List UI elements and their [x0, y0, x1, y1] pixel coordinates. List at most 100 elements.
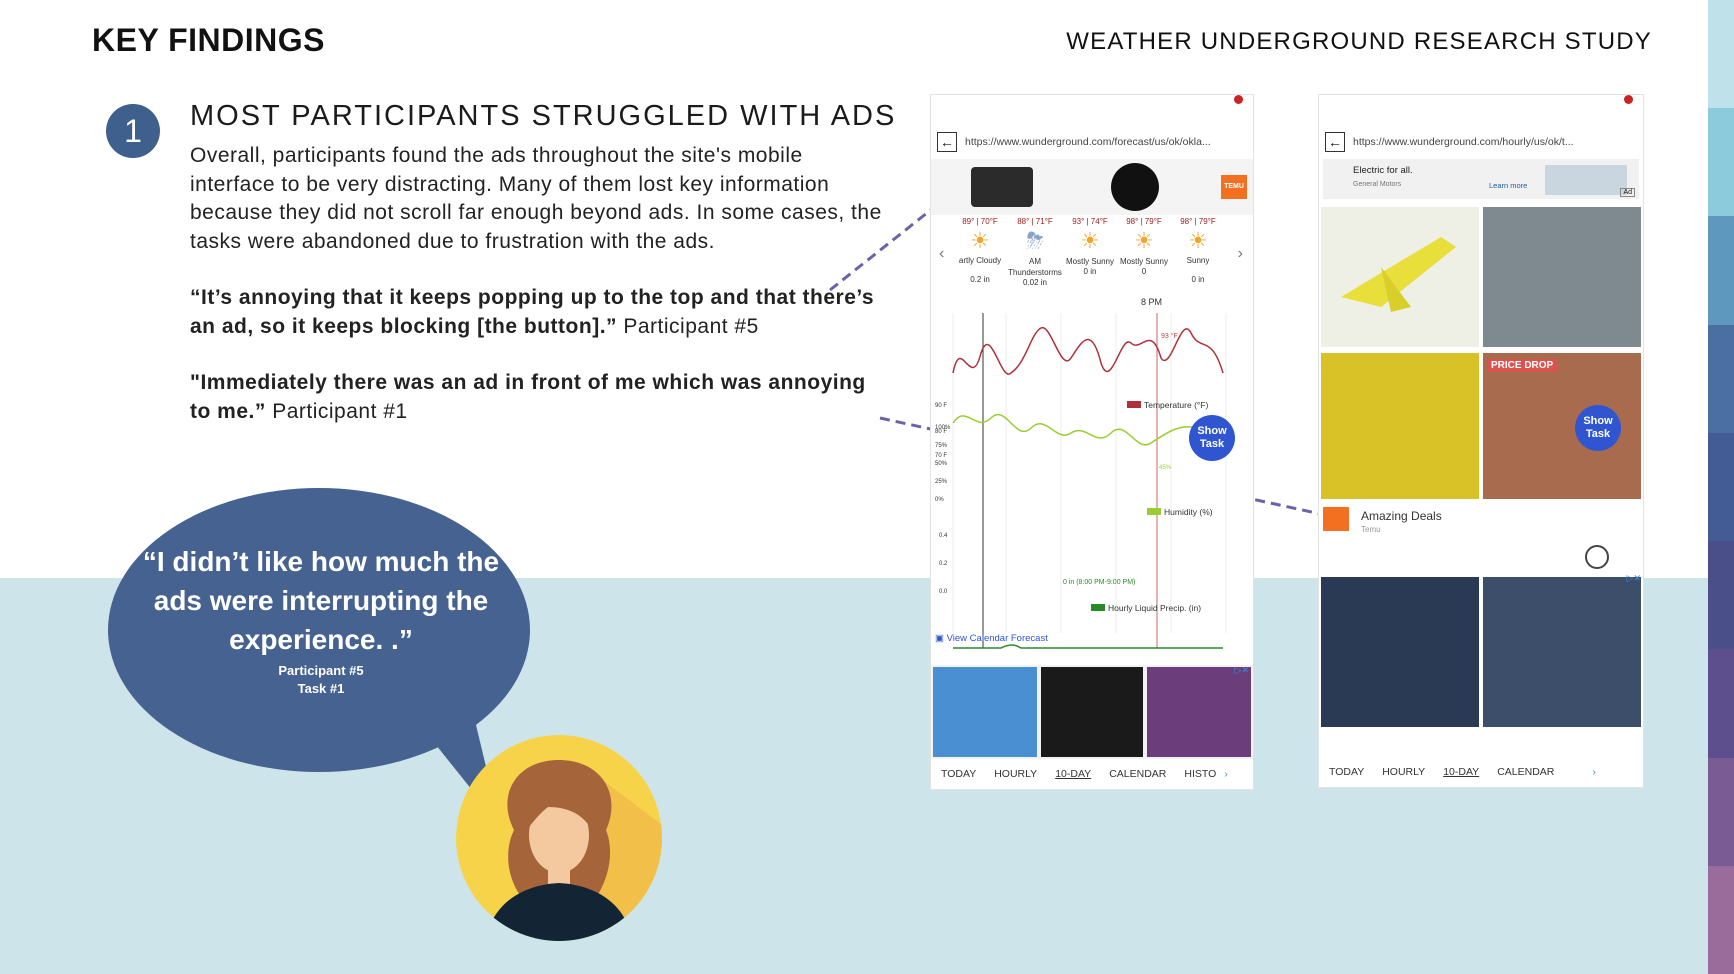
chevron-right-icon[interactable]: › [1224, 768, 1228, 780]
adchoices-icon[interactable]: ▷✕ [1234, 665, 1249, 675]
tab-calendar[interactable]: CALENDAR [1497, 766, 1555, 778]
ice-bath-ad-image [933, 667, 1037, 757]
curtain-ad-image[interactable] [1483, 577, 1641, 727]
temu-logo-icon [1323, 507, 1349, 531]
ad-badge: Ad [1620, 188, 1635, 197]
bottom-ad-banner[interactable]: ▷✕ [931, 665, 1253, 759]
gm-ad-cta[interactable]: Learn more [1489, 181, 1528, 190]
stripe-segment [1708, 216, 1734, 325]
bubble-quote: “I didn’t like how much the ads were int… [142, 546, 500, 655]
humidity-axis-tick: 100% [935, 425, 951, 431]
stripe-segment [1708, 865, 1734, 974]
forecast-temp: 98° | 79°F [1180, 217, 1216, 226]
legend-label: Humidity (%) [1164, 507, 1213, 517]
humidity-axis-tick: 25% [935, 479, 948, 485]
forecast-condition: artly Cloudy [958, 256, 1002, 265]
ad-banner[interactable]: TEMU [931, 159, 1253, 215]
browser-url-bar[interactable]: ← https://www.wunderground.com/forecast/… [931, 129, 1253, 155]
forecast-condition: Mostly Sunny [1119, 257, 1169, 266]
chevron-left-icon[interactable]: ‹ [939, 245, 945, 262]
phone-screenshot-hourly: ← https://www.wunderground.com/hourly/us… [1318, 94, 1644, 788]
record-indicator [1234, 95, 1243, 104]
browser-url-bar[interactable]: ← https://www.wunderground.com/hourly/us… [1319, 129, 1643, 155]
humidity-axis-tick: 75% [935, 443, 948, 449]
toy-jet-ad-image[interactable] [1321, 207, 1479, 347]
tab-history[interactable]: HISTO [1184, 768, 1217, 780]
bottom-tab-bar: TODAY HOURLY 10-DAY CALENDAR › [1319, 757, 1643, 787]
forecast-condition: AM Thunderstorms [1008, 257, 1062, 277]
temp-axis-90: 90 F [935, 403, 948, 409]
forecast-day[interactable]: 98° | 79°F ☀ Sunny 0 in [1171, 217, 1225, 284]
stripe-segment [1708, 324, 1734, 433]
forecast-day[interactable]: 93° | 74°F ☀ Mostly Sunny 0 in [1063, 217, 1117, 276]
humidity-axis-tick: 50% [935, 461, 948, 467]
view-calendar-link[interactable]: ▣ View Calendar Forecast [935, 633, 1048, 644]
humidity-axis: 100% 75% 50% 25% 0% [935, 419, 950, 509]
sun-icon: ☀ [1080, 228, 1100, 253]
quote-1-text: “It’s annoying that it keeps popping up … [190, 286, 875, 338]
stripe-segment [1708, 108, 1734, 217]
participant-avatar [456, 735, 662, 941]
show-task-button[interactable]: Show Task [1575, 405, 1621, 451]
precip-axis-02: 0.2 [939, 561, 948, 567]
forecast-temp: 89° | 70°F [962, 217, 998, 226]
jet-icon [1341, 237, 1456, 312]
finding-text: Overall, participants found the ads thro… [190, 142, 890, 426]
price-drop-badge: PRICE DROP [1487, 359, 1558, 372]
tab-today[interactable]: TODAY [1329, 766, 1365, 778]
seat-cushion-ad-image[interactable] [1321, 577, 1479, 727]
car-seat-ad-image[interactable] [1483, 207, 1641, 347]
url-text: https://www.wunderground.com/hourly/us/o… [1353, 136, 1574, 148]
gm-ad-banner[interactable]: Electric for all. General Motors Learn m… [1323, 159, 1639, 199]
quote-2: "Immediately there was an ad in front of… [190, 369, 890, 426]
forecast-condition: Sunny [1186, 256, 1210, 265]
forecast-temp: 93° | 74°F [1072, 217, 1108, 226]
calendar-link-label: View Calendar Forecast [946, 633, 1048, 644]
forecast-precip: 0.02 in [1022, 278, 1048, 287]
temu-logo: TEMU [1221, 175, 1247, 199]
gm-ad-sub: General Motors [1353, 181, 1402, 188]
back-arrow-icon[interactable]: ← [937, 132, 957, 152]
back-arrow-icon[interactable]: ← [1325, 132, 1345, 152]
forecast-temp: 98° | 79°F [1126, 217, 1162, 226]
sun-icon: ☀ [1134, 228, 1154, 253]
quote-2-text: "Immediately there was an ad in front of… [190, 371, 866, 423]
corn-tool-ad-image[interactable] [1321, 353, 1479, 499]
forecast-charts [952, 313, 1227, 649]
tab-10-day[interactable]: 10-DAY [1443, 766, 1480, 778]
quote-1: “It’s annoying that it keeps popping up … [190, 284, 890, 341]
forecast-day[interactable]: 98° | 79°F ☀ Mostly Sunny 0 [1117, 217, 1171, 276]
power-station-ad-image [971, 167, 1033, 207]
tab-hourly[interactable]: HOURLY [994, 768, 1038, 780]
forecast-day[interactable]: 88° | 71°F ⛈ AM Thunderstorms 0.02 in [1007, 217, 1063, 287]
deals-label[interactable]: Amazing Deals [1361, 509, 1442, 523]
humidity-axis-tick: 0% [935, 497, 944, 503]
adchoices-icon[interactable]: ▷✕ [1626, 573, 1641, 583]
chevron-right-icon[interactable]: › [1237, 245, 1243, 262]
tab-calendar[interactable]: CALENDAR [1109, 768, 1167, 780]
bubble-meta: Participant #5 Task #1 [122, 662, 520, 698]
quote-2-attribution: Participant #1 [272, 399, 408, 423]
side-color-stripe [1708, 0, 1734, 974]
calendar-icon: ▣ [935, 633, 944, 644]
tab-10-day[interactable]: 10-DAY [1055, 768, 1092, 780]
temp-axis-70: 70 F [935, 453, 948, 459]
deals-sub: Temu [1361, 525, 1381, 534]
record-indicator [1624, 95, 1633, 104]
legend-swatch [1091, 604, 1105, 611]
forecast-day[interactable]: 89° | 70°F ☀ artly Cloudy 0.2 in [953, 217, 1007, 284]
forecast-row: ‹ › 89° | 70°F ☀ artly Cloudy 0.2 in 88°… [931, 217, 1253, 313]
humidity-legend: Humidity (%) [1147, 507, 1213, 517]
tab-today[interactable]: TODAY [941, 768, 977, 780]
cat-statue-ad-image [1147, 667, 1251, 757]
stripe-segment [1708, 757, 1734, 866]
finding-number-badge: 1 [106, 104, 160, 158]
sun-icon: ☀ [970, 228, 990, 253]
legend-swatch [1147, 508, 1161, 515]
chevron-right-icon[interactable]: › [1592, 766, 1596, 778]
study-title: WEATHER UNDERGROUND RESEARCH STUDY [1066, 28, 1652, 55]
tab-hourly[interactable]: HOURLY [1382, 766, 1426, 778]
car-ad-image [1545, 165, 1627, 195]
show-task-button[interactable]: Show Task [1189, 415, 1235, 461]
temp-marker: 93 °F [1161, 333, 1178, 340]
